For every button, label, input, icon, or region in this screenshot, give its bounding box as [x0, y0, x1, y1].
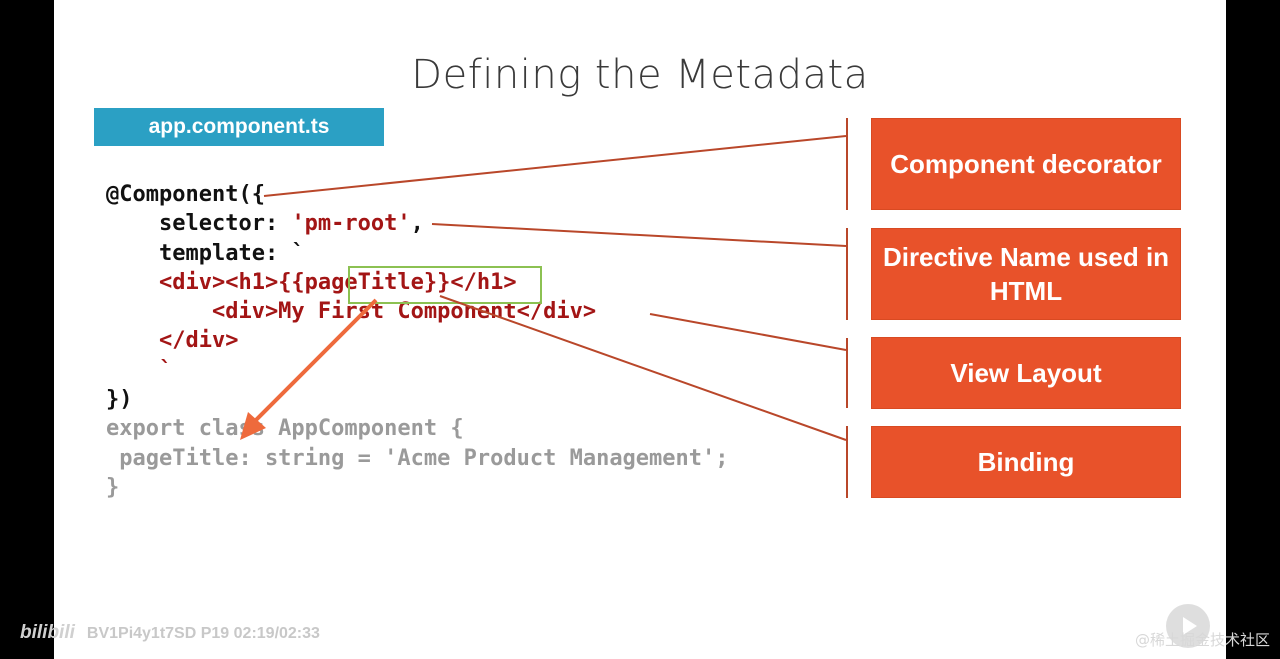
code-token: <div><h1>	[106, 269, 279, 295]
code-line-11: }	[106, 474, 120, 500]
code-line-2: selector: 'pm-root',	[106, 209, 729, 238]
code-line-4: <div><h1>{{pageTitle}}</h1>	[106, 268, 729, 297]
play-icon[interactable]	[1166, 604, 1210, 648]
connector-line	[263, 135, 847, 197]
slide: Defining the Metadata app.component.ts @…	[54, 0, 1226, 659]
callout-bracket	[846, 338, 848, 408]
code-token-binding: {{pageTitle}}	[278, 269, 451, 295]
binding-highlight-box	[348, 266, 542, 304]
arrow-head	[240, 412, 266, 440]
connector-line	[431, 223, 847, 247]
code-line-8: })	[106, 387, 133, 413]
video-footer: bilibili BV1Pi4y1t7SD P19 02:19/02:33	[20, 622, 320, 644]
watermark: @稀土掘金技术社区	[1134, 631, 1270, 649]
file-name-tag: app.component.ts	[94, 108, 384, 146]
callout-bracket	[846, 118, 848, 210]
code-line-9: export class AppComponent {	[106, 416, 464, 442]
callout-view-layout: View Layout	[872, 338, 1180, 408]
connector-line	[649, 313, 847, 351]
code-token: ,	[410, 211, 424, 237]
code-line-10: pageTitle: string = 'Acme Product Manage…	[106, 445, 729, 471]
arrow-shaft	[248, 298, 378, 428]
callout-bracket	[846, 426, 848, 498]
connector-line	[439, 295, 847, 441]
callout-bracket	[846, 228, 848, 320]
code-token: </h1>	[450, 269, 517, 295]
bilibili-logo: bilibili	[20, 622, 75, 643]
code-token: 'pm-root'	[291, 211, 411, 237]
code-token: selector:	[106, 211, 292, 237]
callout-binding: Binding	[872, 427, 1180, 497]
code-line-6: </div>	[106, 328, 239, 354]
callout-component-decorator: Component decorator	[872, 119, 1180, 209]
code-line-3: template: `	[106, 240, 305, 266]
code-line-1: @Component({	[106, 182, 265, 207]
connector-lines	[240, 135, 847, 441]
video-info: BV1Pi4y1t7SD P19 02:19/02:33	[86, 625, 320, 642]
callout-directive-name: Directive Name used in HTML	[872, 229, 1180, 319]
binding-arrow	[240, 298, 378, 440]
slide-title: Defining the Metadata	[411, 52, 869, 98]
code-line-7: `	[106, 357, 173, 383]
code-block: @Component({ selector: 'pm-root', templa…	[106, 180, 729, 502]
